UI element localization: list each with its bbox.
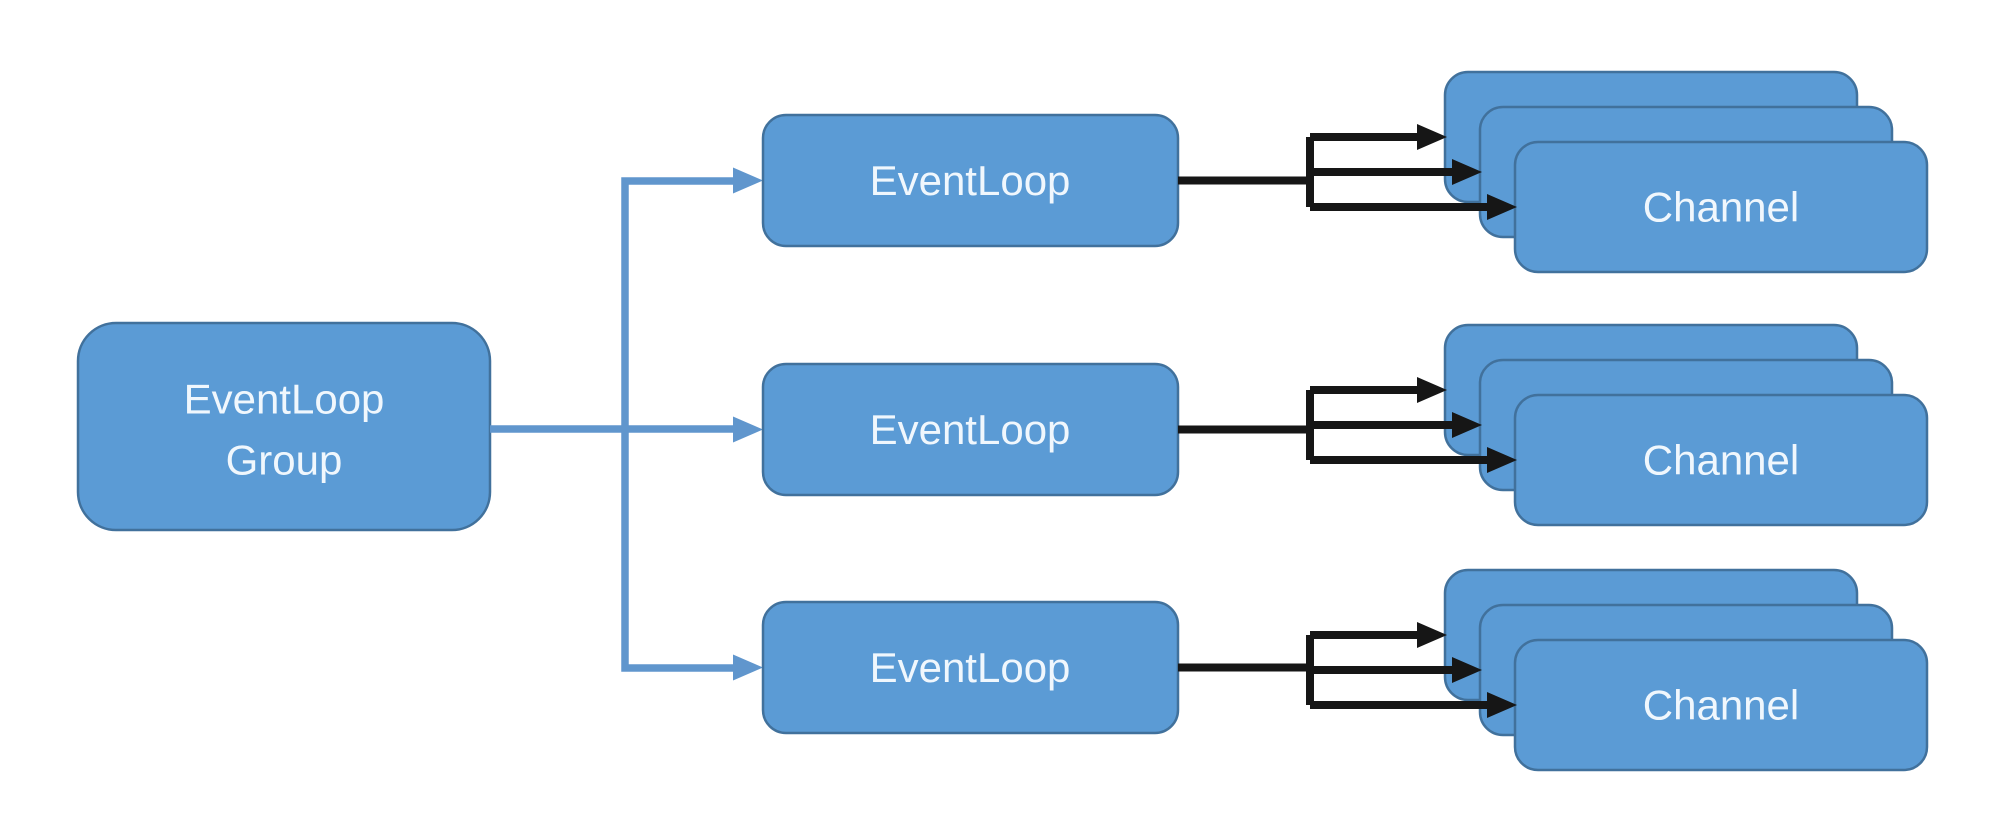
arrowhead-icon — [1487, 447, 1517, 473]
channel-stack-2: Channel — [1443, 323, 1929, 527]
arrowhead-icon — [733, 416, 763, 443]
eventloop1-to-channels-connector — [1178, 124, 1517, 220]
eventloop3-to-channels-connector — [1178, 622, 1517, 718]
eventloop-node-3: EventLoop — [761, 600, 1180, 735]
group-to-eventloops-connector — [490, 167, 763, 681]
connector-lines — [1178, 631, 1491, 709]
arrowhead-icon — [1452, 159, 1482, 185]
arrowhead-icon — [733, 167, 763, 194]
arrowhead-icon — [1452, 412, 1482, 438]
eventloop-group-box — [76, 321, 492, 532]
channel-stack-3: Channel — [1443, 568, 1929, 772]
arrowhead-icon — [1417, 377, 1447, 403]
arrowhead-icon — [1487, 692, 1517, 718]
arrowhead-icon — [1487, 194, 1517, 220]
eventloop-node-2: EventLoop — [761, 362, 1180, 497]
eventloop-label: EventLoop — [870, 157, 1071, 204]
arrowhead-icon — [733, 654, 763, 681]
eventloop-label: EventLoop — [870, 644, 1071, 691]
connector-branch-top-bottom — [621, 177, 737, 672]
eventloop2-to-channels-connector — [1178, 377, 1517, 473]
channel-stack-1: Channel — [1443, 70, 1929, 274]
connector-lines — [1178, 133, 1491, 211]
connector-lines — [1178, 386, 1491, 464]
eventloop-group-label-line1: EventLoop — [184, 376, 385, 423]
arrowhead-icon — [1417, 622, 1447, 648]
arrowhead-icon — [1452, 657, 1482, 683]
channel-label: Channel — [1643, 184, 1799, 231]
eventloop-label: EventLoop — [870, 406, 1071, 453]
channel-label: Channel — [1643, 682, 1799, 729]
eventloop-group-node: EventLoop Group — [76, 321, 492, 532]
eventloop-group-label-line2: Group — [226, 437, 343, 484]
arrowhead-icon — [1417, 124, 1447, 150]
channel-label: Channel — [1643, 437, 1799, 484]
eventloop-node-1: EventLoop — [761, 113, 1180, 248]
